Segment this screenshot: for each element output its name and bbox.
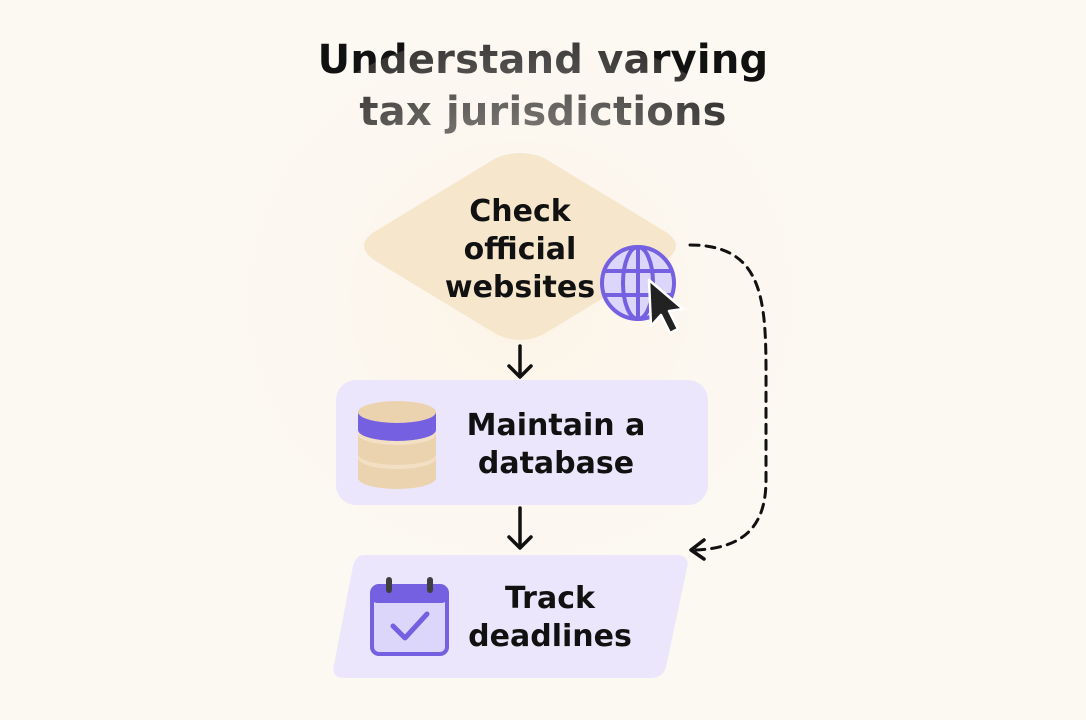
arrow-maintain-to-track (507, 506, 533, 550)
check-line-2: official (463, 232, 577, 267)
maintain-line-1: Maintain a (466, 408, 646, 443)
check-line-1: Check (469, 194, 571, 229)
calendar-check-icon (370, 577, 449, 656)
database-icon (358, 401, 436, 489)
dashed-arrow-check-to-track (688, 243, 768, 561)
diamond-node-check[interactable] (364, 153, 676, 340)
arrow-check-to-maintain (507, 344, 533, 379)
node-label-maintain: Maintain a database (456, 407, 656, 483)
node-label-check: Check official websites (410, 193, 630, 307)
track-line-2: deadlines (468, 619, 632, 654)
node-label-track: Track deadlines (450, 580, 650, 656)
globe-cursor-icon (600, 245, 685, 335)
check-line-3: websites (444, 270, 596, 305)
track-line-1: Track (505, 581, 595, 616)
maintain-line-2: database (477, 446, 635, 481)
